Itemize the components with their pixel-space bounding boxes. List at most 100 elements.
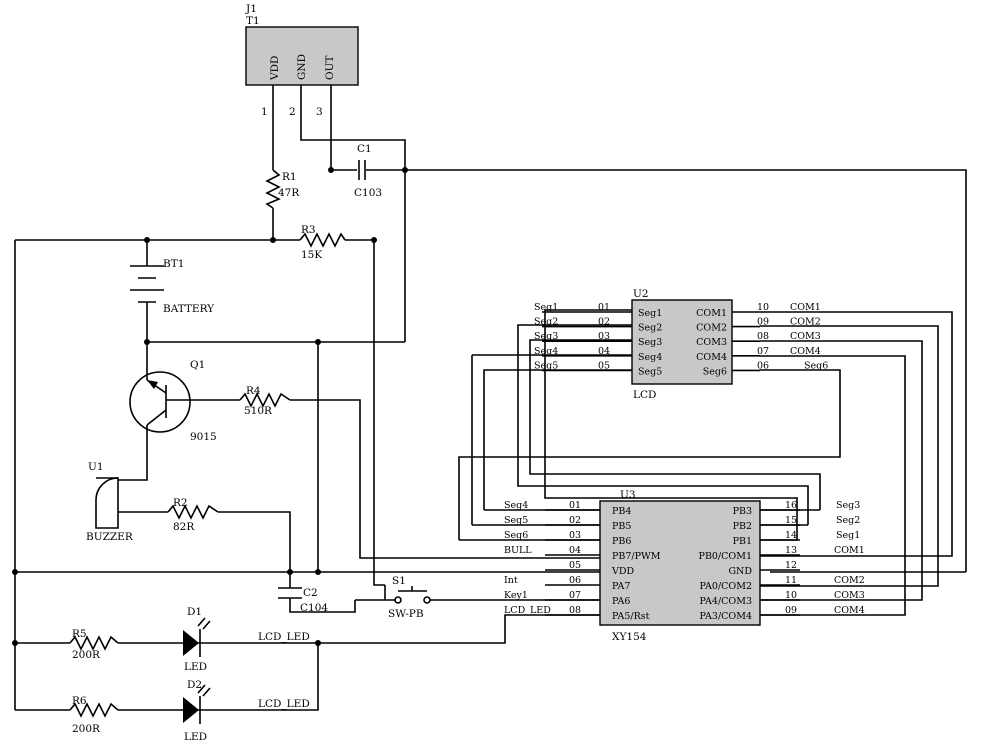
battery-bt1: BT1 BATTERY bbox=[130, 258, 215, 315]
resistor-r6: R6 200R bbox=[70, 695, 118, 735]
t1-ref: J1 bbox=[245, 3, 257, 15]
mcu-pin-number: 11 bbox=[785, 575, 797, 586]
lcd-pin-name: COM3 bbox=[696, 337, 727, 348]
c1-ref: C1 bbox=[357, 143, 372, 155]
buzzer-u1: U1 BUZZER bbox=[86, 461, 134, 543]
lcd-pin-name: Seg1 bbox=[638, 308, 662, 319]
lcd-pin-name: COM4 bbox=[696, 352, 727, 363]
mcu-name: XY154 bbox=[612, 631, 647, 643]
led-d1: D1 LED bbox=[175, 606, 210, 673]
r6-value: 200R bbox=[72, 723, 101, 735]
capacitor-c2: C2 C104 bbox=[278, 587, 328, 614]
mcu-pin-name: GND bbox=[728, 566, 752, 577]
net-label-lcd-led-2: LCD_LED bbox=[258, 698, 310, 710]
d2-value: LED bbox=[184, 731, 207, 743]
mcu-pin-name: PA3/COM4 bbox=[700, 611, 752, 622]
led-d2: D2 LED bbox=[175, 679, 210, 743]
t1-sub: T1 bbox=[246, 15, 260, 27]
t1-pin-num-3: 3 bbox=[316, 106, 323, 118]
mcu-pin-number: 14 bbox=[785, 530, 797, 541]
lcd-net-label: Seg6 bbox=[804, 360, 828, 371]
lcd-net-label: COM1 bbox=[790, 302, 821, 313]
lcd-pin-name: COM1 bbox=[696, 308, 727, 319]
mcu-pin-number: 01 bbox=[569, 500, 581, 511]
t1-pin-num-1: 1 bbox=[261, 106, 268, 118]
mcu-pin-name: PB0/COM1 bbox=[699, 551, 752, 562]
q1-ref: Q1 bbox=[190, 359, 205, 371]
mcu-net-label: COM2 bbox=[834, 575, 865, 586]
lcd-pin-number: 01 bbox=[598, 302, 610, 313]
mcu-pin-name: PB6 bbox=[612, 536, 631, 547]
mcu-net-label: COM3 bbox=[834, 590, 865, 601]
mcu-net-label: Seg4 bbox=[504, 500, 528, 511]
mcu-pin-number: 06 bbox=[569, 575, 581, 586]
lcd-pin-name: Seg5 bbox=[638, 366, 662, 377]
s1-value: SW-PB bbox=[388, 608, 424, 620]
mcu-net-label: Seg5 bbox=[504, 515, 528, 526]
bt1-ref: BT1 bbox=[163, 258, 184, 270]
mcu-pin-number: 13 bbox=[785, 545, 797, 556]
mcu-net-label: Seg2 bbox=[836, 515, 860, 526]
mcu-pin-number: 05 bbox=[569, 560, 581, 571]
d2-ref: D2 bbox=[187, 679, 202, 691]
mcu-net-label: Key1 bbox=[504, 590, 528, 601]
mcu-pin-name: PA4/COM3 bbox=[700, 596, 752, 607]
r5-value: 200R bbox=[72, 649, 101, 661]
mcu-pin-name: PA5/Rst bbox=[612, 611, 650, 622]
mcu-net-label: Seg3 bbox=[836, 500, 860, 511]
lcd-net-label: COM2 bbox=[790, 317, 821, 328]
lcd-net-label: Seg3 bbox=[534, 331, 558, 342]
lcd-pin-number: 05 bbox=[598, 360, 610, 371]
mcu-pin-number: 02 bbox=[569, 515, 581, 526]
r3-ref: R3 bbox=[301, 224, 316, 236]
q1-value: 9015 bbox=[190, 431, 217, 443]
net-label-lcd-led-1: LCD_LED bbox=[258, 631, 310, 643]
lcd-net-label: Seg1 bbox=[534, 302, 558, 313]
lcd-pin-number: 10 bbox=[757, 302, 769, 313]
mcu-pin-number: 07 bbox=[569, 590, 581, 601]
mcu-pin-number: 16 bbox=[785, 500, 797, 511]
resistor-r1: R1 47R bbox=[267, 170, 300, 208]
resistor-r3: R3 15K bbox=[300, 224, 345, 261]
lcd-net-label: COM3 bbox=[790, 331, 821, 342]
u1-value: BUZZER bbox=[86, 531, 134, 543]
r1-ref: R1 bbox=[282, 171, 297, 183]
r5-ref: R5 bbox=[72, 628, 87, 640]
mcu-pin-number: 09 bbox=[785, 605, 797, 616]
mcu-pin-name: PA0/COM2 bbox=[700, 581, 752, 592]
t1-pin-out: OUT bbox=[324, 56, 336, 80]
mcu-pin-number: 08 bbox=[569, 605, 581, 616]
mcu-pin-name: PA7 bbox=[612, 581, 630, 592]
lcd-net-label: Seg5 bbox=[534, 360, 558, 371]
mcu-pin-number: 03 bbox=[569, 530, 581, 541]
resistor-r5: R5 200R bbox=[70, 628, 118, 661]
lcd-pin-name: COM2 bbox=[696, 323, 727, 334]
lcd-pin-name: Seg3 bbox=[638, 337, 662, 348]
lcd-pin-number: 02 bbox=[598, 317, 610, 328]
r4-ref: R4 bbox=[246, 385, 261, 397]
d1-value: LED bbox=[184, 661, 207, 673]
resistor-r2: R2 82R bbox=[168, 497, 218, 533]
mcu-net-label: Int bbox=[504, 575, 518, 586]
transistor-q1: Q1 9015 bbox=[130, 359, 217, 443]
resistor-r4: R4 510R bbox=[240, 385, 290, 417]
r2-ref: R2 bbox=[173, 497, 188, 509]
r4-value: 510R bbox=[244, 405, 273, 417]
mcu-pin-name: PB5 bbox=[612, 521, 631, 532]
wires bbox=[15, 85, 966, 710]
lcd-pin-number: 08 bbox=[757, 331, 769, 342]
mcu-pin-name: PB1 bbox=[733, 536, 752, 547]
lcd-pin-number: 04 bbox=[598, 346, 610, 357]
t1-pin-gnd: GND bbox=[296, 54, 308, 80]
r3-value: 15K bbox=[301, 249, 322, 261]
mcu-net-label: BULL bbox=[504, 545, 532, 556]
mcu-pin-name: PB3 bbox=[733, 506, 752, 517]
mcu-pin-name: PB2 bbox=[733, 521, 752, 532]
lcd-pin-name: Seg4 bbox=[638, 352, 662, 363]
mcu-net-label: COM4 bbox=[834, 605, 865, 616]
lcd-net-label: Seg2 bbox=[534, 317, 558, 328]
mcu-pin-number: 15 bbox=[785, 515, 797, 526]
lcd-pin-number: 09 bbox=[757, 317, 769, 328]
lcd-pin-number: 03 bbox=[598, 331, 610, 342]
